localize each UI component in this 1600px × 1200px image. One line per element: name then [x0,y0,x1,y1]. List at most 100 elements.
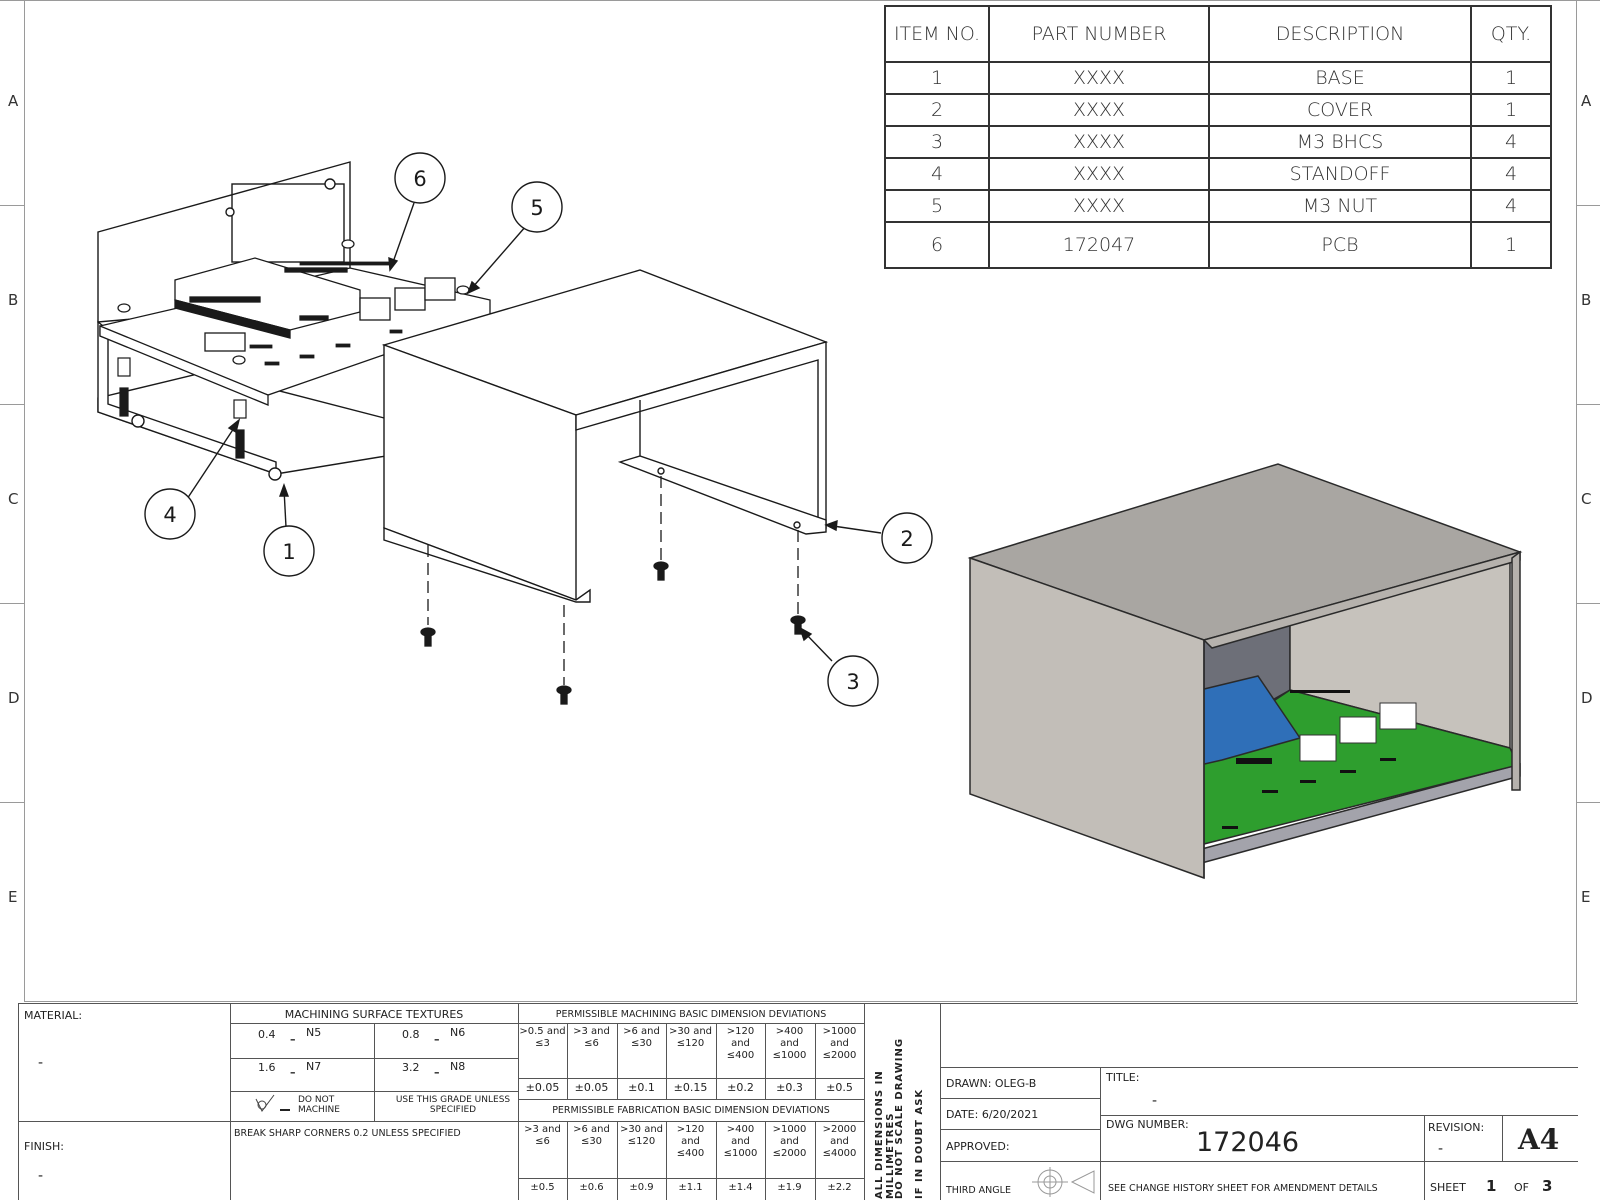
roughness-value: 0.8 [402,1028,420,1041]
drawing-number-label: DWG NUMBER: [1106,1118,1189,1131]
frame-inner-bottom [24,1001,1577,1002]
roughness-dash: – [290,1033,296,1046]
bom-cell: 1 [1470,61,1552,95]
sheet-size: A4 [1518,1123,1560,1156]
zone-tick-r1 [1576,205,1600,206]
surface-symbol-icon [255,1094,290,1112]
roughness-value: 3.2 [402,1061,420,1074]
table-row: 1 XXXX BASE 1 [884,61,1552,95]
of-label: OF [1514,1181,1529,1194]
table-row: 4 XXXX STANDOFF 4 [884,157,1552,191]
bom-cell: 2 [884,93,990,127]
bom-cell: COVER [1208,93,1472,127]
balloon-6 [394,152,446,204]
zone-label: E [8,888,18,906]
zone-label: B [8,291,19,309]
pcb-exploded [99,257,491,406]
roughness-grade: N6 [450,1026,466,1039]
standoffs-exploded [117,239,470,459]
bom-cell: 1 [1470,93,1552,127]
bom-header-item: ITEM NO. [884,5,990,63]
projection-label: THIRD ANGLE [946,1185,1011,1196]
approved-label: APPROVED: [946,1140,1010,1153]
drawing-number: 172046 [1196,1127,1300,1158]
bom-cell: 172047 [988,221,1210,269]
bom-cell: XXXX [988,157,1210,191]
balloon-number: 2 [900,527,913,551]
surface-textures-title: MACHINING SURFACE TEXTURES [284,1008,464,1021]
bom-cell: 4 [1470,189,1552,223]
machining-tolerance-cell: ±0.2 [727,1081,754,1094]
machining-tolerance-cell: ±0.15 [673,1081,708,1094]
balloon-number: 3 [846,670,859,694]
balloon-3 [827,655,879,707]
machining-range-cell: >6 and ≤30 [623,1026,660,1049]
bom-cell: XXXX [988,61,1210,95]
zone-tick-l1 [0,205,24,206]
table-row: 2 XXXX COVER 1 [884,93,1552,127]
zone-tick-r3 [1576,603,1600,604]
bill-of-materials: ITEM NO. PART NUMBER DESCRIPTION QTY. 1 … [884,5,1552,269]
cover-exploded [381,269,829,603]
zone-tick-l4 [0,802,24,803]
fabrication-tolerance-cell: ±0.9 [629,1182,654,1193]
bom-cell: 1 [884,61,990,95]
balloon-number: 4 [163,503,176,527]
roughness-grade: N8 [450,1060,466,1073]
balloon-number: 1 [282,540,295,564]
revision-label: REVISION: [1428,1121,1485,1134]
units-note: ALL DIMENSIONS IN MILLIMETRES [874,1070,896,1199]
fabrication-tolerance-cell: ±0.6 [579,1182,604,1193]
fabrication-range-cell: >400 and ≤1000 [723,1124,758,1159]
fabrication-range-cell: >1000 and ≤2000 [772,1124,807,1159]
machining-range-cell: >30 and ≤120 [668,1026,713,1049]
bom-header-qty: QTY. [1470,5,1552,63]
material-label: MATERIAL: [24,1009,83,1022]
frame-top [0,0,1600,1]
assembled-view [967,463,1523,880]
fabrication-range-cell: >120 and ≤400 [676,1124,705,1159]
frame-inner-right [1576,0,1577,1002]
fabrication-tolerance-cell: ±2.2 [827,1182,852,1193]
doubt-note: IF IN DOUBT ASK [914,1088,925,1199]
zone-label: A [1581,92,1592,110]
finish-value: - [38,1168,44,1184]
fabrication-deviations-title: PERMISSIBLE FABRICATION BASIC DIMENSION … [552,1105,830,1116]
fabrication-tolerance-cell: ±1.9 [777,1182,802,1193]
zone-label: C [8,490,19,508]
roughness-dash: – [434,1033,440,1046]
bom-cell: BASE [1208,61,1472,95]
bom-cell: XXXX [988,189,1210,223]
machining-range-cell: >400 and ≤1000 [772,1026,807,1061]
bom-header-desc: DESCRIPTION [1208,5,1472,63]
bom-cell: XXXX [988,125,1210,159]
bom-cell: 6 [884,221,990,269]
sheet-number: 1 [1486,1177,1497,1195]
machining-tolerance-cell: ±0.1 [628,1081,655,1094]
machining-range-cell: >0.5 and ≤3 [519,1026,566,1049]
balloon-number: 6 [413,167,426,191]
finish-label: FINISH: [24,1140,65,1153]
machining-range-cell: >3 and ≤6 [573,1026,610,1049]
roughness-grade: N7 [306,1060,322,1073]
frame-inner-left [24,0,25,1002]
balloon-4 [144,488,196,540]
machining-deviations-title: PERMISSIBLE MACHINING BASIC DIMENSION DE… [555,1009,827,1020]
zone-tick-l2 [0,404,24,405]
third-angle-projection-icon [1032,1167,1095,1197]
table-row: 5 XXXX M3 NUT 4 [884,189,1552,223]
balloon-numbers: 1 2 3 4 5 6 [163,167,913,694]
title-value: - [1152,1093,1158,1109]
bom-cell: STANDOFF [1208,157,1472,191]
title-label: TITLE: [1106,1071,1140,1084]
zone-label: E [1581,888,1591,906]
bom-cell: XXXX [988,93,1210,127]
balloon-number: 5 [530,196,543,220]
fabrication-tolerance-cell: ±1.4 [728,1182,753,1193]
zone-tick-r4 [1576,802,1600,803]
bom-header-part: PART NUMBER [988,5,1210,63]
bom-cell: 5 [884,189,990,223]
roughness-grade: N5 [306,1026,322,1039]
drawing-date: DATE: 6/20/2021 [946,1108,1039,1121]
material-value: - [38,1055,44,1071]
